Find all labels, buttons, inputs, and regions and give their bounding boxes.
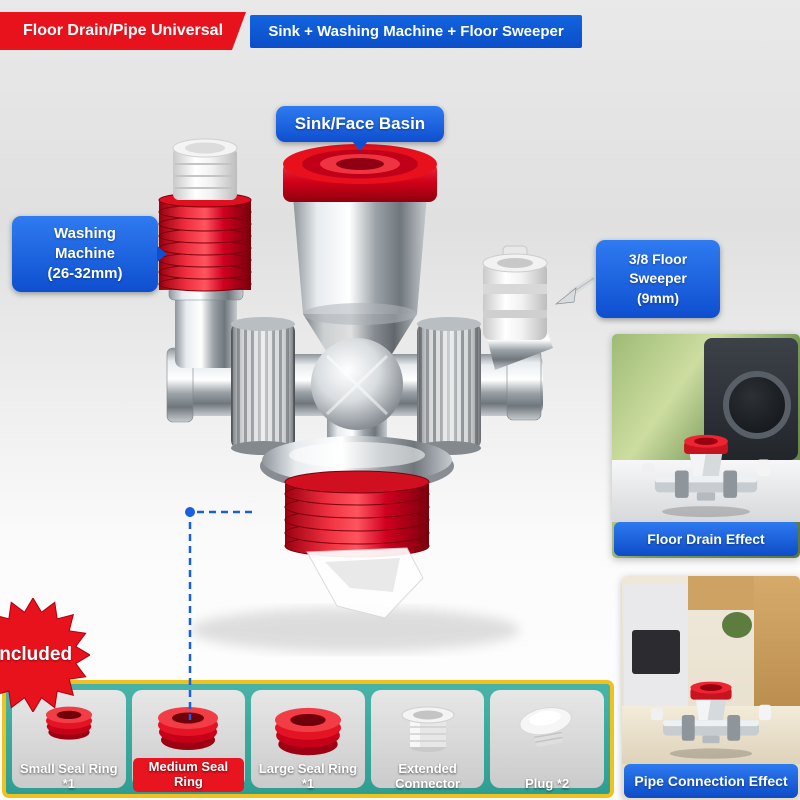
pointer-down-icon — [352, 141, 368, 151]
header-left-text: Floor Drain/Pipe Universal — [22, 22, 224, 39]
pointer-right-icon — [157, 246, 167, 262]
highlighted-label: Medium Seal Ring — [132, 758, 245, 792]
arrow-icon — [554, 275, 596, 305]
product-left-nut — [231, 317, 295, 455]
plant-image — [722, 612, 752, 638]
callout-sink-face-basin: Sink/Face Basin — [276, 106, 444, 151]
callout-washing-machine-text: Washing Machine (26-32mm) — [47, 224, 123, 283]
product-center-junction — [311, 338, 403, 430]
included-item-label: Small Seal Ring *1 — [20, 761, 118, 792]
small-seal-ring-image — [45, 706, 92, 740]
medium-seal-ring-image — [158, 707, 219, 750]
included-item-medium-seal-ring: Medium Seal Ring — [131, 690, 246, 792]
oven-image — [624, 584, 688, 716]
mini-product-image — [642, 434, 770, 518]
included-panel: Small Seal Ring *1 Medium Seal Ring — [2, 680, 614, 798]
floor-drain-effect-label: Floor Drain Effect — [614, 522, 798, 556]
included-item-plug: Plug *2 — [490, 690, 604, 791]
pipe-connection-effect-label: Pipe Connection Effect — [624, 764, 798, 798]
pipe-connection-photo — [622, 576, 800, 800]
included-item-label: Medium Seal Ring — [132, 758, 245, 792]
extended-connector-image — [401, 706, 455, 752]
included-item-large-seal-ring: Large Seal Ring *1 — [251, 690, 365, 791]
included-item-label: Large Seal Ring *1 — [258, 761, 358, 792]
callout-floor-sweeper: 3/8 Floor Sweeper (9mm) — [596, 240, 720, 318]
product-illustration — [158, 138, 553, 652]
product-shadow — [190, 608, 520, 652]
product-sink-port — [283, 144, 437, 362]
included-item-small-seal-ring: Small Seal Ring *1 — [12, 690, 126, 791]
callout-sink-text: Sink/Face Basin — [294, 114, 426, 133]
floor-drain-photo — [612, 334, 800, 558]
kitchen-cabinet-image — [688, 576, 754, 610]
starburst-icon — [0, 596, 92, 714]
included-badge-text: Included — [0, 644, 73, 665]
effect-panel-floor-drain: Floor Drain Effect — [612, 334, 800, 558]
plug-image — [519, 707, 572, 747]
included-starburst: Included — [0, 596, 92, 714]
included-item-extended-connector: Extended Connector — [370, 690, 485, 791]
product-right-nut — [417, 317, 481, 455]
wood-cabinet-image — [754, 576, 800, 728]
product-floor-sweeper-port — [482, 245, 553, 370]
header-right-banner: Sink + Washing Machine + Floor Sweeper — [250, 15, 582, 48]
effect-panel-pipe-connection: Pipe Connection Effect — [622, 576, 800, 800]
mini-product-image — [651, 681, 771, 759]
callout-washing-machine: Washing Machine (26-32mm) — [12, 216, 167, 292]
header-left-badge: Floor Drain/Pipe Universal — [0, 12, 246, 50]
product-floor-drain-port — [260, 416, 454, 619]
callout-floor-sweeper-text: 3/8 Floor Sweeper (9mm) — [628, 250, 688, 306]
large-seal-ring-image — [274, 707, 341, 756]
header-right-text: Sink + Washing Machine + Floor Sweeper — [268, 23, 564, 40]
washer-door-image — [723, 371, 791, 439]
product-washing-machine-port — [158, 138, 252, 368]
included-item-label: Plug *2 — [525, 776, 570, 792]
oven-glass-image — [632, 630, 680, 674]
included-item-label: Extended Connector — [395, 761, 461, 792]
